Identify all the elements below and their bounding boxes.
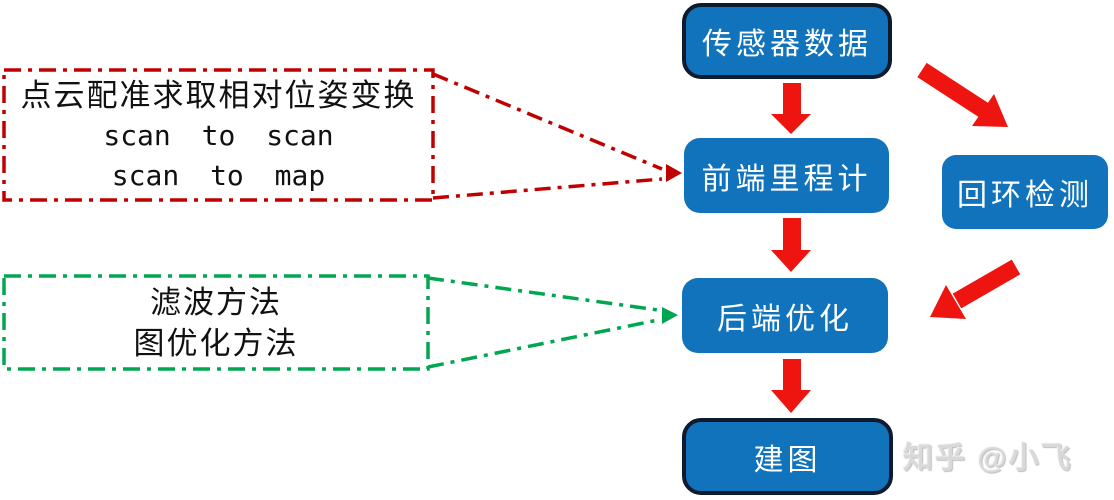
- watermark: 知乎 @小飞: [903, 442, 1073, 475]
- callout-arrowhead-icon: [666, 164, 682, 182]
- annotation-line: 图优化方法: [133, 325, 299, 361]
- node-label: 传感器数据: [702, 28, 872, 61]
- arrow-head: [771, 250, 811, 272]
- front-end-note-frame: [2, 68, 435, 202]
- node-mapping: 建图: [682, 418, 893, 495]
- arrow-loopclosure-to-backend-icon: [930, 259, 1021, 319]
- node-front-end-odometry: 前端里程计: [684, 138, 889, 213]
- front-end-annotation: 点云配准求取相对位姿变换 scan to scan scan to map: [4, 70, 433, 200]
- back-end-callout-lines: [427, 276, 678, 369]
- arrow-head: [771, 114, 811, 134]
- callout-line: [427, 276, 659, 312]
- annotation-line: scan to scan: [103, 118, 334, 152]
- arrow-frontend-to-backend-icon: [771, 218, 811, 272]
- node-back-end-optimization: 后端优化: [682, 278, 888, 353]
- arrow-head: [930, 285, 966, 319]
- arrow-shaft: [952, 259, 1021, 309]
- back-end-note-frame: [2, 274, 430, 371]
- node-label: 建图: [753, 443, 822, 477]
- callout-arrowhead-icon: [662, 307, 678, 324]
- node-label: 后端优化: [717, 302, 853, 336]
- arrow-sensor-to-loopclosure-icon: [917, 62, 1008, 127]
- node-label: 回环检测: [957, 179, 1093, 212]
- annotation-line: 滤波方法: [150, 284, 282, 320]
- arrow-sensor-to-frontend-icon: [771, 83, 811, 134]
- arrow-head: [972, 94, 1008, 127]
- annotation-line: 点云配准求取相对位姿变换: [20, 77, 417, 113]
- arrow-shaft: [917, 62, 990, 119]
- node-sensor-data: 传感器数据: [682, 3, 892, 79]
- node-label: 前端里程计: [701, 162, 872, 196]
- back-end-annotation: 滤波方法 图优化方法: [4, 276, 428, 369]
- callout-line: [427, 318, 659, 369]
- arrow-shaft: [783, 83, 801, 116]
- arrow-shaft: [783, 218, 801, 252]
- arrow-shaft: [783, 359, 801, 392]
- callout-line: [432, 72, 663, 171]
- arrow-backend-to-mapping-icon: [771, 359, 811, 413]
- callout-line: [432, 177, 663, 200]
- annotation-line: scan to map: [111, 158, 326, 192]
- front-end-callout-lines: [432, 72, 682, 200]
- arrow-head: [771, 390, 811, 413]
- node-loop-closure: 回环检测: [942, 155, 1108, 229]
